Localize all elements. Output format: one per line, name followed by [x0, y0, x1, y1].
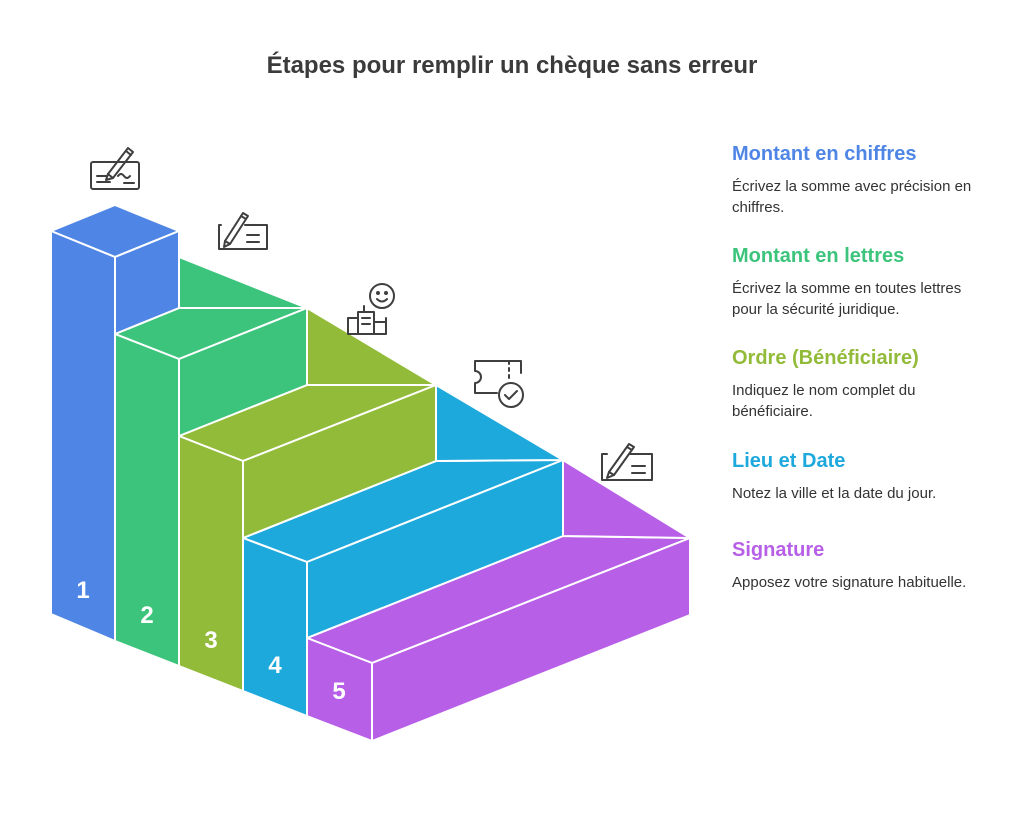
- check-pen-icon: [88, 142, 144, 192]
- step-5-block: [306, 459, 691, 742]
- signature-pen-icon: [599, 438, 657, 484]
- step-5-title: Signature: [732, 539, 825, 561]
- step-4-number: 4: [268, 652, 282, 679]
- step-1-block: [50, 204, 180, 642]
- step-3-number: 3: [204, 627, 217, 654]
- pen-writing-icon: [215, 207, 271, 253]
- legend-step-4: Lieu et Date Notez la ville et la date d…: [732, 449, 992, 504]
- legend-step-2: Montant en lettres Écrivez la somme en t…: [732, 244, 992, 320]
- step-3-block: [178, 307, 437, 692]
- step-5-description: Apposez votre signature habituelle.: [732, 574, 967, 591]
- legend-step-1: Montant en chiffres Écrivez la somme ave…: [732, 142, 992, 218]
- step-2-description: Écrivez la somme en toutes lettres pour …: [732, 280, 962, 318]
- step-2-title: Montant en lettres: [732, 245, 905, 267]
- step-2-number: 2: [140, 602, 153, 629]
- step-3-title: Ordre (Bénéficiaire): [732, 347, 919, 369]
- step-1-description: Écrivez la somme avec précision en chiff…: [732, 178, 972, 216]
- step-4-title: Lieu et Date: [732, 450, 846, 472]
- step-4-block: [242, 384, 564, 717]
- legend-step-5: Signature Apposez votre signature habitu…: [732, 538, 992, 593]
- step-2-block: [114, 256, 308, 667]
- legend-step-3: Ordre (Bénéficiaire) Indiquez le nom com…: [732, 346, 992, 422]
- step-4-description: Notez la ville et la date du jour.: [732, 485, 937, 502]
- step-1-title: Montant en chiffres: [732, 143, 917, 165]
- page-title: Étapes pour remplir un chèque sans erreu…: [266, 52, 758, 79]
- step-5-number: 5: [332, 678, 345, 705]
- payee-person-icon: [344, 282, 398, 336]
- step-1-number: 1: [76, 577, 89, 604]
- ticket-check-icon: [472, 355, 528, 411]
- step-3-description: Indiquez le nom complet du bénéficiaire.: [732, 382, 916, 420]
